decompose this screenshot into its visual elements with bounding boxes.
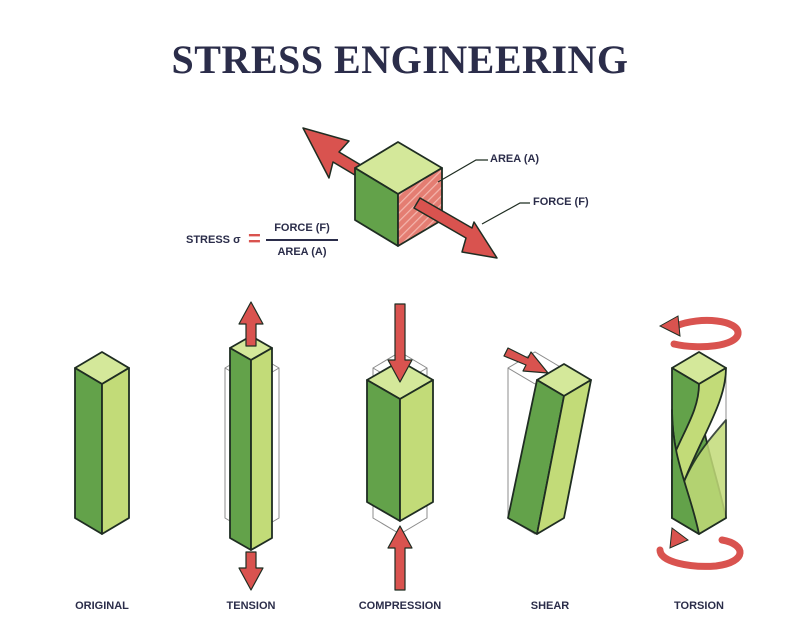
caption-shear: SHEAR — [530, 600, 570, 612]
compression-arrow-down — [387, 303, 413, 383]
force-label: FORCE (F) — [533, 196, 589, 208]
formula-denominator: AREA (A) — [277, 246, 327, 258]
tension-arrow-up — [238, 301, 264, 347]
compression-arrow-up — [387, 525, 413, 591]
caption-tension: TENSION — [226, 600, 276, 612]
caption-compression: COMPRESSION — [358, 600, 442, 612]
tension-bar — [224, 301, 280, 591]
torsion-rotate-arrow-bottom — [656, 527, 744, 570]
area-leader-line — [437, 159, 488, 183]
original-bar — [74, 351, 130, 535]
formula-numerator: FORCE (F) — [274, 222, 330, 234]
torsion-rotate-arrow-top — [658, 315, 742, 351]
force-arrow-right — [413, 197, 498, 259]
tension-arrow-down — [238, 551, 264, 591]
caption-torsion: TORSION — [674, 600, 724, 612]
formula-lhs: STRESS σ — [186, 234, 241, 246]
shear-bar — [503, 347, 592, 535]
formula-equals-sign: = — [248, 226, 261, 251]
page-title: STRESS ENGINEERING — [171, 37, 629, 82]
formula-fraction-bar — [266, 239, 338, 241]
torsion-bar — [656, 315, 744, 570]
compression-bar — [366, 303, 434, 591]
shear-arrow — [503, 347, 549, 374]
force-leader-line — [481, 202, 530, 225]
area-label: AREA (A) — [490, 153, 540, 165]
cube-diagram — [302, 127, 530, 259]
caption-original: ORIGINAL — [75, 600, 129, 612]
